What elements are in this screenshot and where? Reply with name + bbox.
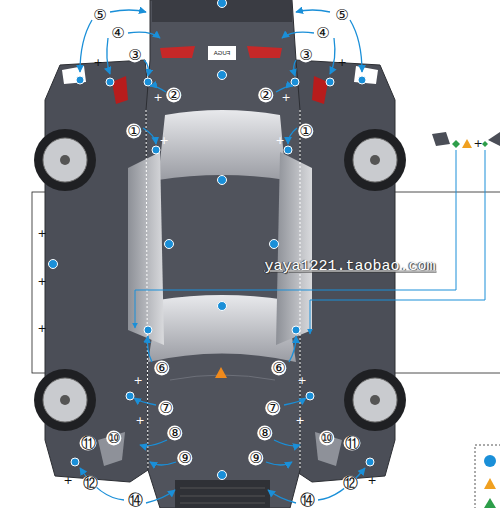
- callout-number: ⑪: [80, 436, 97, 451]
- callout-number: ⑧: [257, 426, 272, 441]
- callout-number: ⑪: [344, 436, 361, 451]
- plus-mark: +: [133, 375, 142, 386]
- callout-number: ⑨: [177, 451, 192, 466]
- plus-mark: +: [281, 92, 290, 103]
- plus-mark: +: [63, 475, 72, 486]
- callout-number: ⑦: [158, 401, 173, 416]
- callout-number: ①: [126, 124, 141, 139]
- plus-mark: +: [297, 375, 306, 386]
- plus-mark: +: [37, 323, 46, 334]
- callout-number: ④: [110, 26, 125, 41]
- callout-number: ③: [127, 48, 142, 63]
- callout-number: ③: [298, 48, 313, 63]
- plus-mark: +: [135, 415, 144, 426]
- plus-mark: +: [159, 135, 168, 146]
- plus-mark: +: [275, 135, 284, 146]
- callout-number: ⑭: [127, 492, 144, 507]
- callout-number: ⑦: [265, 401, 280, 416]
- plus-mark: +: [367, 475, 376, 486]
- plus-mark: +: [93, 57, 102, 68]
- plus-mark: +: [37, 276, 46, 287]
- callout-number: ①: [298, 124, 313, 139]
- callout-number: ⑭: [299, 492, 316, 507]
- callout-number: ⑤: [334, 8, 349, 23]
- callout-number: ⑨: [248, 451, 263, 466]
- callout-number: ⑥: [271, 361, 286, 376]
- emblem-text: FUGA: [212, 49, 233, 57]
- plus-mark: +: [153, 92, 162, 103]
- callout-number: ④: [315, 26, 330, 41]
- callout-number: ⑫: [82, 476, 99, 491]
- plus-mark: +: [337, 57, 346, 68]
- callout-number: ②: [258, 88, 273, 103]
- callout-number: ⑩: [106, 431, 121, 446]
- plus-mark: +: [37, 228, 46, 239]
- callout-number: ⑩: [319, 431, 334, 446]
- callout-number: ②: [166, 88, 181, 103]
- callout-number: ⑫: [342, 476, 359, 491]
- callout-number: ⑧: [167, 426, 182, 441]
- callout-number: ⑥: [154, 361, 169, 376]
- callout-number: ⑤: [92, 8, 107, 23]
- plus-mark: +: [473, 138, 482, 149]
- plus-mark: +: [295, 415, 304, 426]
- watermark: yaya1221.taobao.com: [264, 259, 435, 274]
